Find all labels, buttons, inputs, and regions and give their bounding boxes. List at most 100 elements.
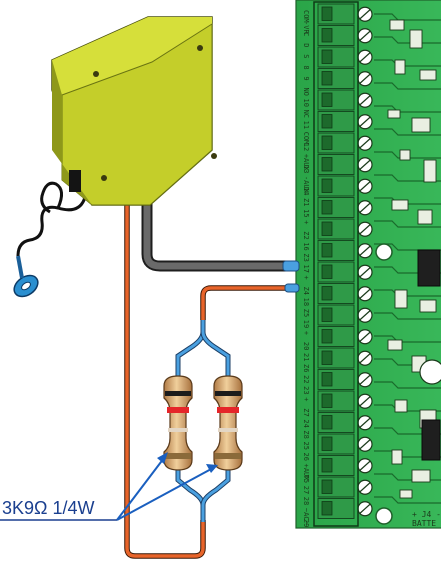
terminal-pin-label: S bbox=[302, 54, 310, 58]
pcb-component bbox=[389, 19, 405, 31]
ring-lug-hole bbox=[21, 281, 31, 291]
orange-wire-top bbox=[201, 286, 287, 320]
terminal-pin-label: 29 bbox=[302, 519, 310, 527]
screw-top-left bbox=[93, 71, 99, 77]
terminal-pin-label: D bbox=[302, 43, 310, 47]
pcb-component bbox=[399, 489, 413, 499]
terminal-screw-slot bbox=[359, 159, 371, 170]
screw-bottom-left bbox=[101, 175, 107, 181]
resistor-value-label: 3K9Ω 1/4W bbox=[2, 498, 95, 518]
terminal-clamp bbox=[321, 28, 333, 43]
cable-loop bbox=[40, 181, 63, 214]
terminal-clamp bbox=[321, 135, 333, 150]
terminal-pin-label: 11 bbox=[302, 121, 310, 129]
terminal-clamp bbox=[321, 350, 333, 365]
screw-top-right bbox=[197, 45, 203, 51]
terminal-pin-label: 20 bbox=[302, 342, 310, 350]
terminal-pin-label: 21 bbox=[302, 353, 310, 361]
terminal-pin-label: 8 bbox=[302, 65, 310, 69]
terminal-pin-label: 9 bbox=[302, 76, 310, 80]
terminal-pin-label: 15 bbox=[302, 209, 310, 217]
terminal-clamp bbox=[321, 501, 333, 516]
terminal-screw-slot bbox=[359, 116, 371, 127]
terminal-pin-label: 14 bbox=[302, 187, 310, 195]
band-red-left bbox=[167, 407, 189, 413]
cable-gland bbox=[69, 170, 81, 192]
terminal-pin-label: 22 bbox=[302, 375, 310, 383]
terminal-pin-label: + bbox=[302, 331, 310, 335]
terminal-screw-slot bbox=[359, 439, 371, 450]
pcb-component bbox=[387, 339, 403, 351]
terminal-pin-label: +AUX bbox=[302, 464, 310, 482]
terminal-clamp bbox=[321, 393, 333, 408]
terminal-clamp bbox=[321, 415, 333, 430]
terminal-pin-label: COM bbox=[302, 10, 310, 23]
terminal-pin-label: Z5 bbox=[302, 309, 310, 317]
pcb-component bbox=[419, 299, 437, 313]
pcb-component bbox=[423, 159, 437, 183]
terminal-clamp bbox=[321, 329, 333, 344]
terminal-pin-label: Z3 bbox=[302, 253, 310, 261]
pcb-component bbox=[387, 109, 401, 119]
lead-top-right bbox=[201, 320, 230, 378]
pcb-trace bbox=[374, 105, 441, 113]
pcb-component bbox=[394, 59, 406, 75]
terminal-clamp bbox=[321, 92, 333, 107]
pcb-component bbox=[391, 449, 403, 465]
pcb-component bbox=[411, 469, 431, 483]
terminal-clamp bbox=[321, 307, 333, 322]
gray-cable bbox=[143, 196, 291, 270]
battery-label: BATTE bbox=[412, 519, 436, 528]
resistor-body-right bbox=[213, 375, 243, 471]
terminal-screw-slot bbox=[359, 30, 371, 41]
pcb-component bbox=[399, 149, 411, 161]
terminal-pin-label: 26 bbox=[302, 453, 310, 461]
terminal-clamp bbox=[321, 6, 333, 21]
pcb-trace bbox=[374, 427, 441, 435]
lead-bottom-right bbox=[201, 466, 230, 506]
terminal-pin-label: Z8 bbox=[302, 430, 310, 438]
terminal-screw-slot bbox=[359, 73, 371, 84]
arrow-head-right bbox=[206, 464, 218, 473]
resistor-left bbox=[163, 375, 193, 471]
terminal-clamp bbox=[321, 458, 333, 473]
wiring bbox=[124, 194, 300, 559]
band-black-right bbox=[215, 391, 241, 396]
pcb-component bbox=[391, 199, 409, 211]
wire-tip-gray bbox=[282, 260, 300, 272]
wire-tip-orange bbox=[284, 283, 300, 293]
lead-top-left bbox=[176, 320, 205, 378]
terminal-clamp bbox=[321, 436, 333, 451]
terminal-pin-label: 17 bbox=[302, 264, 310, 272]
pcb-component bbox=[394, 289, 408, 309]
terminal-pin-label: 12 bbox=[302, 143, 310, 151]
terminal-pin-label: 24 bbox=[302, 419, 310, 427]
terminal-pin-label: 25 bbox=[302, 441, 310, 449]
detector-housing bbox=[13, 16, 217, 298]
board-components bbox=[387, 19, 441, 499]
terminal-screw-slot bbox=[359, 396, 371, 407]
terminal-pin-label: + bbox=[302, 220, 310, 224]
terminal-pin-label: Z2 bbox=[302, 231, 310, 239]
arrow-head-left bbox=[157, 452, 168, 464]
terminal-clamp bbox=[321, 114, 333, 129]
terminal-screw-slot bbox=[359, 9, 371, 20]
terminal-clamp bbox=[321, 178, 333, 193]
terminal-pin-label: -AUX bbox=[302, 176, 310, 194]
terminal-pin-label: 19 bbox=[302, 320, 310, 328]
pcb-component bbox=[394, 399, 408, 413]
control-panel-board: COM-VRCDS89NO10NC11COM12+AUX13-AUX14Z115… bbox=[295, 0, 441, 529]
terminal-pin-label: T5 bbox=[302, 475, 310, 483]
terminal-block bbox=[313, 1, 373, 527]
pcb-trace bbox=[374, 174, 441, 182]
terminal-screw-slot bbox=[359, 245, 371, 256]
terminal-block-frame bbox=[313, 1, 359, 527]
pcb-trace bbox=[374, 128, 441, 136]
band-gold-right bbox=[215, 453, 241, 459]
terminal-pin-label: 10 bbox=[302, 99, 310, 107]
pcb-trace bbox=[374, 381, 441, 389]
orange-wire-left bbox=[125, 195, 205, 558]
pcb-trace bbox=[374, 496, 441, 504]
terminal-screw-slot bbox=[359, 224, 371, 235]
